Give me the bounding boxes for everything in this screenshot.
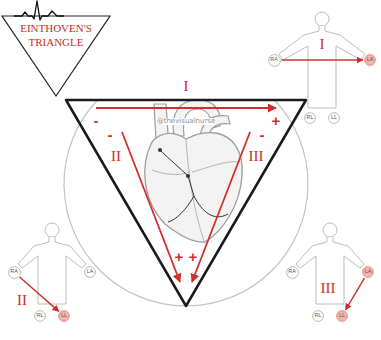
circle-arc — [64, 100, 308, 306]
electrode-label: LA — [367, 57, 374, 63]
polarity-sign: + — [175, 249, 184, 264]
electrode: LL — [336, 310, 348, 322]
electrode-circle — [268, 54, 280, 66]
electrode-label: RA — [288, 269, 296, 275]
electrode-circle — [363, 267, 374, 278]
electrode-label: LA — [87, 269, 94, 275]
lead-vector — [96, 107, 276, 109]
electrode: LA — [84, 266, 96, 278]
electrode-circle — [59, 311, 70, 322]
figure-torso — [296, 237, 364, 304]
figure-head — [323, 223, 337, 237]
polarity-sign: - — [94, 113, 99, 128]
electrode-label: RL — [314, 313, 321, 319]
lead-arrow — [282, 59, 364, 60]
electrode: RA — [286, 266, 299, 279]
electrode-circle — [305, 113, 316, 124]
heart-outline — [145, 133, 242, 243]
electrode: LA — [364, 54, 376, 66]
lead-arrow — [346, 278, 365, 310]
electrode-circle — [329, 113, 340, 124]
electrode: RL — [304, 112, 316, 124]
body-figure — [279, 12, 365, 108]
lead-vector — [192, 132, 250, 282]
sa-node — [158, 148, 162, 152]
electrode: RA — [8, 266, 21, 279]
heart-illustration — [145, 100, 242, 242]
electrode: RL — [312, 310, 324, 322]
lead-name: III — [321, 281, 336, 296]
lead-name: II — [111, 149, 121, 164]
einthoven-triangle — [66, 100, 306, 306]
electrode-circle — [8, 266, 20, 278]
polarity-sign: + — [189, 249, 198, 264]
electrode: LL — [58, 310, 70, 322]
lead-name: I — [320, 37, 325, 52]
electrode: RA — [268, 54, 281, 67]
figure-torso — [279, 26, 365, 108]
figure-head — [315, 12, 329, 26]
watermark: @thevisualnurse — [156, 118, 217, 125]
electrode-circle — [365, 55, 376, 66]
electrode-label: RL — [36, 313, 43, 319]
lead-name: I — [184, 79, 189, 94]
polarity-sign: + — [272, 113, 281, 128]
figure-head — [45, 223, 59, 237]
ecg-trace — [14, 1, 64, 20]
electrode-label: LL — [331, 115, 337, 121]
septum — [186, 139, 204, 241]
title-triangle — [2, 16, 110, 96]
body-figure — [296, 223, 364, 304]
body-figure — [18, 223, 86, 304]
title: EINTHOVEN'S TRIANGLE — [6, 21, 106, 49]
figure-torso — [18, 237, 86, 304]
polarity-sign: - — [108, 127, 113, 142]
electrode-label: RA — [270, 57, 278, 63]
electrode-circle — [35, 311, 46, 322]
electrode-label: RA — [10, 269, 18, 275]
electrode-circle — [337, 311, 348, 322]
lead-name: III — [249, 149, 264, 164]
lead-name: II — [17, 293, 27, 308]
electrode-label: RL — [306, 115, 313, 121]
electrode-label: LL — [61, 313, 67, 319]
conduction-path — [160, 150, 228, 222]
av-node — [186, 174, 190, 178]
electrode: LL — [328, 112, 340, 124]
electrode-circle — [286, 266, 298, 278]
lead-vector — [122, 132, 180, 282]
electrode: RL — [34, 310, 46, 322]
electrode: LA — [362, 266, 374, 278]
polarity-sign: - — [260, 127, 265, 142]
electrode-circle — [313, 311, 324, 322]
electrode-label: LL — [339, 313, 345, 319]
electrode-label: LA — [365, 269, 372, 275]
electrode-circle — [85, 267, 96, 278]
chamber-line — [152, 162, 240, 175]
